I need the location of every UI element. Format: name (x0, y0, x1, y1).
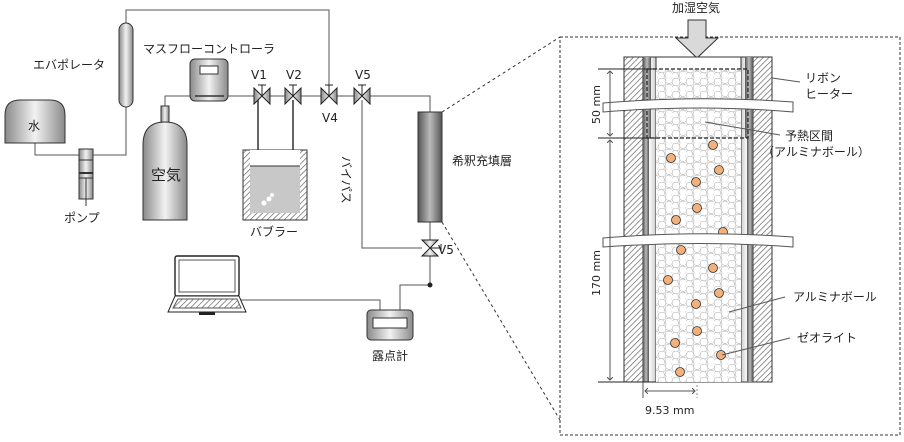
zeolite-particle (692, 326, 702, 336)
water-label: 水 (28, 119, 40, 133)
dilution-bed-label: 希釈充填層 (452, 153, 512, 168)
zeolite-particle (691, 299, 701, 309)
valve-v2-label: V2 (286, 68, 302, 82)
zeolite-label: ゼオライト (797, 331, 857, 345)
zeolite-particle (666, 153, 676, 163)
zeolite-particle (714, 288, 724, 298)
column-detail-panel: 加湿空気 50 mm 170 mm 9.53 mm リボン ヒーター 予熱区間 … (559, 0, 901, 436)
dew-point-meter (366, 309, 414, 341)
laptop (167, 255, 247, 315)
valve-v5-lower-label: V5 (438, 243, 454, 257)
evaporator-label: エバポレータ (33, 58, 105, 72)
air-label: 空気 (151, 166, 181, 184)
mfc-label: マスフローコントローラ (143, 42, 275, 56)
valve-v5-lower[interactable] (420, 239, 442, 257)
dim-bed: 170 mm (590, 250, 603, 296)
ribbon-heater-label-1: リボン (805, 71, 841, 85)
preheat-label-2: （アルミナボール） (762, 145, 870, 159)
valve-v1[interactable] (253, 84, 271, 106)
zeolite-particle (663, 275, 673, 285)
zeolite-particle (716, 350, 726, 360)
zeolite-particle (675, 367, 685, 377)
bubbler-label: バブラー (250, 224, 298, 239)
break-mark-upper (602, 98, 794, 113)
zeolite-particle (676, 245, 686, 255)
zeolite-particle (670, 338, 680, 348)
zeolite-particle (708, 140, 718, 150)
valve-v1-label: V1 (251, 68, 267, 82)
dilution-packed-bed (417, 111, 443, 223)
pump (78, 148, 94, 206)
zeolite-particle (692, 203, 702, 213)
valve-v2[interactable] (284, 84, 302, 106)
zeolite-particle (708, 263, 718, 273)
evaporator (118, 22, 134, 108)
dim-preheat: 50 mm (590, 85, 603, 124)
pump-label: ポンプ (64, 211, 100, 225)
inlet-arrow (674, 19, 720, 59)
inlet-label: 加湿空気 (672, 0, 720, 15)
alumina-ball-label: アルミナボール (793, 290, 877, 304)
valve-v5[interactable] (353, 84, 371, 106)
ribbon-heater-label-2: ヒーター (805, 87, 853, 101)
valve-v4[interactable] (320, 84, 338, 106)
zeolite-particle (691, 177, 701, 187)
air-cylinder (142, 105, 188, 221)
bubbler (242, 149, 308, 221)
mass-flow-controller (189, 58, 229, 102)
dim-diameter: 9.53 mm (645, 404, 694, 417)
bypass-label: バイパス (339, 156, 353, 204)
valve-v5-label: V5 (355, 68, 371, 82)
junction-dot (427, 282, 433, 288)
water-tank (4, 99, 66, 144)
valve-v4-label: V4 (322, 111, 338, 125)
break-mark-lower (602, 233, 794, 248)
dew-meter-label: 露点計 (372, 348, 408, 363)
zeolite-particle (714, 165, 724, 175)
zeolite-particle (671, 215, 681, 225)
preheat-label-1: 予熱区間 (785, 129, 833, 143)
